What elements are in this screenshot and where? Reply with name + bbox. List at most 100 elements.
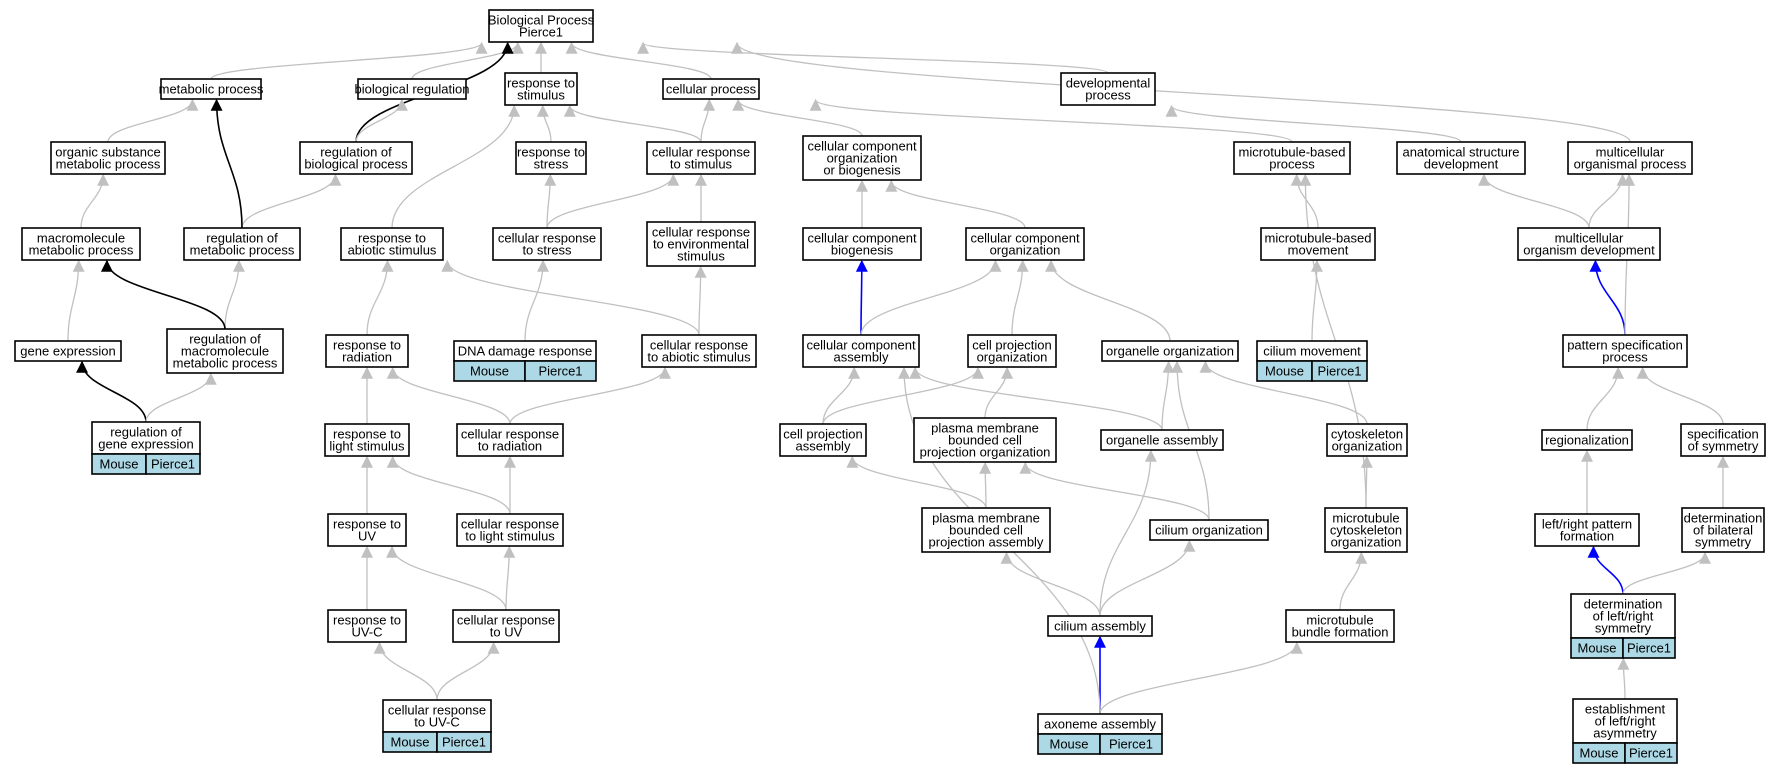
node-label-line: organization bbox=[990, 243, 1061, 258]
edge-organelle_assembly-to-organelle_org bbox=[1161, 360, 1175, 431]
node-label-line: microtubule bbox=[1332, 511, 1399, 526]
edge-dna_damage-to-cell_resp_stress bbox=[524, 259, 550, 342]
node-box bbox=[1285, 609, 1395, 643]
node-label-line: of left/right bbox=[1593, 609, 1654, 624]
node-label-line: specification bbox=[1687, 427, 1759, 442]
node-box bbox=[1681, 507, 1765, 553]
node-box bbox=[1567, 141, 1693, 175]
node-label-line: to UV-C bbox=[414, 715, 460, 730]
edge-cellular-to-bp bbox=[565, 41, 712, 80]
node-label-line: biological process bbox=[304, 157, 408, 172]
node-box bbox=[21, 227, 141, 261]
node-label-line: cellular component bbox=[806, 338, 916, 353]
node-box bbox=[1396, 141, 1526, 175]
node-label-line: bundle formation bbox=[1292, 625, 1389, 640]
tag-mouse: Mouse bbox=[390, 735, 429, 750]
edge-cilium_movement-to-mt_movement bbox=[1310, 259, 1323, 342]
node-label-line: response to bbox=[507, 76, 575, 91]
node-label-line: cytoskeleton bbox=[1331, 427, 1403, 442]
tag-mouse: Mouse bbox=[1577, 641, 1616, 656]
edge-cell_resp_light-to-resp_light bbox=[386, 455, 511, 515]
edge-organelle_org-to-cc_org bbox=[1045, 259, 1171, 342]
edge-mt_bundle-to-mt_cyto_org bbox=[1339, 551, 1368, 611]
edge-reg_gene_expr-to-reg_macro bbox=[145, 372, 217, 423]
node-box bbox=[515, 141, 587, 175]
node-label-line: to environmental bbox=[653, 237, 749, 252]
node-box bbox=[1100, 429, 1224, 451]
edge-ccob-to-cellular bbox=[732, 98, 863, 137]
tag-pierce1: Pierce1 bbox=[1317, 364, 1361, 379]
edge-pmbcpa-to-pmbcpo bbox=[979, 461, 992, 509]
node-box bbox=[492, 227, 602, 261]
edge-cilium_assembly-to-cilium_org bbox=[1099, 539, 1196, 617]
node-box bbox=[641, 334, 757, 368]
node-box bbox=[1572, 698, 1678, 744]
node-label-line: of symmetry bbox=[1688, 439, 1759, 454]
node-label-line: cellular response bbox=[461, 427, 559, 442]
node-box bbox=[14, 340, 122, 362]
node-biological-regulation: biological regulation bbox=[355, 78, 469, 100]
edge-spec_sym-to-pattern_spec bbox=[1636, 366, 1724, 425]
node-label-line: cell projection bbox=[783, 427, 863, 442]
node-label-line: development bbox=[1424, 157, 1499, 172]
node-label-line: cilium assembly bbox=[1054, 619, 1146, 634]
node-box bbox=[1260, 227, 1376, 261]
node-label-line: assembly bbox=[796, 439, 851, 454]
node-box bbox=[183, 227, 301, 261]
node-label-line: symmetry bbox=[1595, 621, 1652, 636]
node-box bbox=[327, 609, 407, 643]
edge-macro_met-to-organic bbox=[80, 173, 110, 229]
node-label-line: stimulus bbox=[677, 249, 725, 264]
node-box bbox=[327, 513, 407, 547]
edge-cp_org-to-cc_org bbox=[1011, 259, 1029, 336]
node-label-line: metabolic process bbox=[190, 243, 295, 258]
tag-cell bbox=[1622, 637, 1676, 659]
node-box bbox=[965, 227, 1085, 261]
node-box bbox=[921, 507, 1051, 553]
node-label-line: bounded cell bbox=[949, 523, 1023, 538]
edge-det_lr-to-det_bilateral bbox=[1622, 551, 1711, 595]
node-label-line: metabolic process bbox=[159, 82, 264, 97]
edge-metabolic-to-bp bbox=[210, 41, 488, 80]
node-label-line: regulation of bbox=[320, 145, 392, 160]
node-label-line: response to bbox=[333, 517, 401, 532]
node-box bbox=[166, 328, 284, 374]
node-label-line: cellular response bbox=[388, 703, 486, 718]
node-box bbox=[967, 334, 1057, 368]
edge-resp_abiotic-to-resp_stim bbox=[391, 104, 521, 229]
edge-cell_resp_stress-to-resp_stress bbox=[544, 173, 557, 229]
node-label-line: to UV bbox=[490, 625, 523, 640]
node-label-line: macromolecule bbox=[37, 231, 125, 246]
edge-mt_process-to-cellular bbox=[809, 98, 1293, 143]
node-label-line: Biological Process bbox=[488, 13, 595, 28]
node-label-line: gene expression bbox=[20, 344, 115, 359]
node-label-line: cellular response bbox=[498, 231, 596, 246]
node-box bbox=[91, 421, 201, 455]
edge-cell_resp_abiotic-to-resp_abiotic bbox=[441, 259, 700, 336]
tag-pierce1: Pierce1 bbox=[442, 735, 486, 750]
node-label-line: or biogenesis bbox=[823, 163, 901, 178]
edge-cp_assembly-to-cp_org bbox=[822, 366, 984, 425]
node-cellular-process: cellular process bbox=[662, 78, 760, 100]
node-box bbox=[802, 227, 922, 261]
edge-regionalization-to-pattern_spec bbox=[1586, 366, 1625, 431]
node-label-line: cellular component bbox=[970, 231, 1080, 246]
node-box bbox=[1047, 615, 1153, 637]
node-organelle-organization: organelle organization bbox=[1101, 340, 1239, 362]
